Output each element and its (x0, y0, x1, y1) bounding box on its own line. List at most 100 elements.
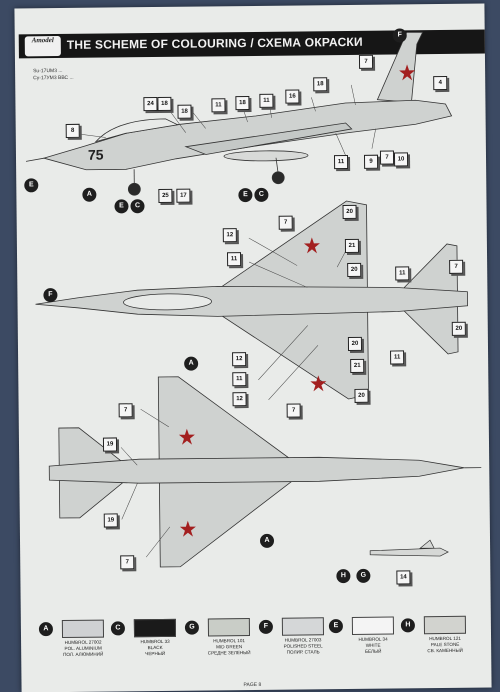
side-number: 75 (88, 147, 104, 163)
side-view (25, 31, 453, 196)
tail-fin (376, 31, 424, 103)
callout-box: 7 (358, 54, 374, 69)
color-code-marker: H (336, 568, 351, 584)
fuselage-top (35, 285, 468, 317)
callout-box: 7 (286, 403, 301, 418)
callout-box: 7 (379, 150, 395, 165)
callout-box: 11 (395, 266, 410, 281)
callout-box: 4 (433, 75, 448, 91)
callout-box: 21 (344, 238, 360, 254)
callout-box: 20 (342, 204, 357, 220)
main-wheel (271, 171, 285, 185)
legend-line: СРЕДНЕ ЗЕЛЕНЫЙ (207, 650, 251, 656)
legend-item: C HUMBROL 33 BLACK ЧЕРНЫЙ (110, 618, 185, 658)
callout-box: 7 (118, 403, 133, 418)
callout-box: 12 (222, 228, 237, 243)
wing-under-lower (158, 475, 301, 568)
legend-line: СВ. КАМЕННЫЙ (427, 647, 463, 654)
callout-box: 7 (120, 555, 135, 570)
legend-code: A (38, 622, 54, 637)
legend-code: F (258, 619, 273, 634)
top-view (35, 200, 468, 400)
callout-box: 18 (235, 96, 250, 111)
color-code-marker: E (24, 178, 39, 193)
callout-box: 19 (103, 513, 118, 528)
legend-line: ЧЕРНЫЙ (145, 650, 166, 657)
callout-box: 8 (65, 123, 80, 138)
drop-tank (223, 150, 309, 162)
bottom-view (48, 376, 482, 568)
callout-box: 25 (158, 188, 173, 203)
color-swatch (61, 619, 105, 639)
color-code-marker: C (130, 199, 145, 214)
legend-code: H (400, 618, 415, 633)
callout-box: 19 (102, 437, 118, 452)
red-star-under-upper (178, 428, 195, 445)
aircraft-drawings: 75 (25, 31, 482, 568)
color-swatch (133, 618, 177, 638)
color-swatch (207, 618, 251, 637)
callout-box: 9 (363, 154, 379, 169)
nose-wheel (127, 182, 141, 196)
legend-code: C (110, 621, 126, 636)
color-code-marker: F (43, 288, 58, 303)
callout-box: 20 (451, 321, 466, 336)
canopy-top (123, 293, 212, 311)
callout-box: 7 (449, 259, 464, 274)
color-code-marker: E (114, 199, 129, 214)
instruction-page: Amodel THE SCHEME OF COLOURING / СХЕМА О… (14, 3, 492, 692)
color-code-marker: A (184, 356, 199, 371)
callout-box: 18 (313, 77, 328, 92)
callout-box: 12 (232, 352, 247, 367)
callout-box: 11 (232, 372, 247, 387)
callout-box: 11 (259, 93, 274, 108)
wing-side (184, 122, 353, 155)
color-code-marker: A (82, 187, 97, 202)
callout-box: 17 (176, 188, 191, 203)
missile-detail (369, 539, 449, 557)
callout-box: 20 (347, 336, 363, 352)
legend-item: A HUMBROL 27002 POL. ALUMINIUM ПОЛ. АЛЮМ… (38, 619, 113, 658)
callout-box: 10 (393, 152, 409, 167)
callout-box: 12 (232, 392, 247, 407)
callout-box: 11 (390, 350, 405, 365)
callout-box: 20 (347, 262, 362, 278)
color-code-marker: F (392, 28, 407, 43)
callout-box: 11 (211, 98, 226, 113)
color-swatch (281, 617, 325, 636)
callout-box: 11 (333, 154, 349, 170)
legend-item: E HUMBROL 34 WHITE БЕЛЫЙ (328, 616, 403, 655)
callout-box: 11 (226, 252, 242, 267)
legend-item: F HUMBROL 27003 POLISHED STEEL ПОЛИР. СТ… (258, 617, 333, 656)
legend-line: ПОЛИР. СТАЛЬ (286, 649, 320, 655)
canopy (94, 118, 179, 143)
legend-code: G (184, 620, 199, 635)
red-star-fin (399, 64, 416, 81)
stab-under-lower (58, 476, 131, 519)
legend-item: G HUMBROL 101 MID GREEN СРЕДНЕ ЗЕЛЕНЫЙ (184, 618, 259, 657)
red-star-wing-top (303, 237, 320, 254)
callout-box: 18 (157, 96, 172, 111)
legend-line: ПОЛ. АЛЮМИНИЙ (63, 651, 104, 658)
fuselage-under (48, 456, 465, 484)
callout-box: 21 (350, 358, 365, 373)
legend-line: БЕЛЫЙ (364, 648, 382, 654)
callout-box: 14 (396, 570, 411, 585)
stabilizer-bottom (396, 303, 459, 355)
color-swatch (423, 615, 467, 635)
color-code-marker: C (254, 187, 269, 202)
callout-box: 7 (278, 215, 293, 230)
red-star-under-lower (179, 520, 196, 537)
leader-lines (77, 84, 376, 558)
color-code-marker: G (356, 568, 371, 583)
callout-box: 24 (143, 96, 158, 112)
legend-code: E (328, 619, 343, 634)
callout-box: 16 (285, 89, 300, 104)
legend-item: H HUMBROL 121 PALE STONE СВ. КАМЕННЫЙ (400, 615, 475, 655)
callout-box: 18 (177, 104, 192, 119)
page-number: PAGE 8 (243, 681, 262, 689)
color-swatch (351, 616, 395, 635)
callout-box: 20 (354, 388, 369, 403)
red-star-wing-bottom (310, 375, 327, 392)
color-code-marker: E (238, 187, 253, 203)
